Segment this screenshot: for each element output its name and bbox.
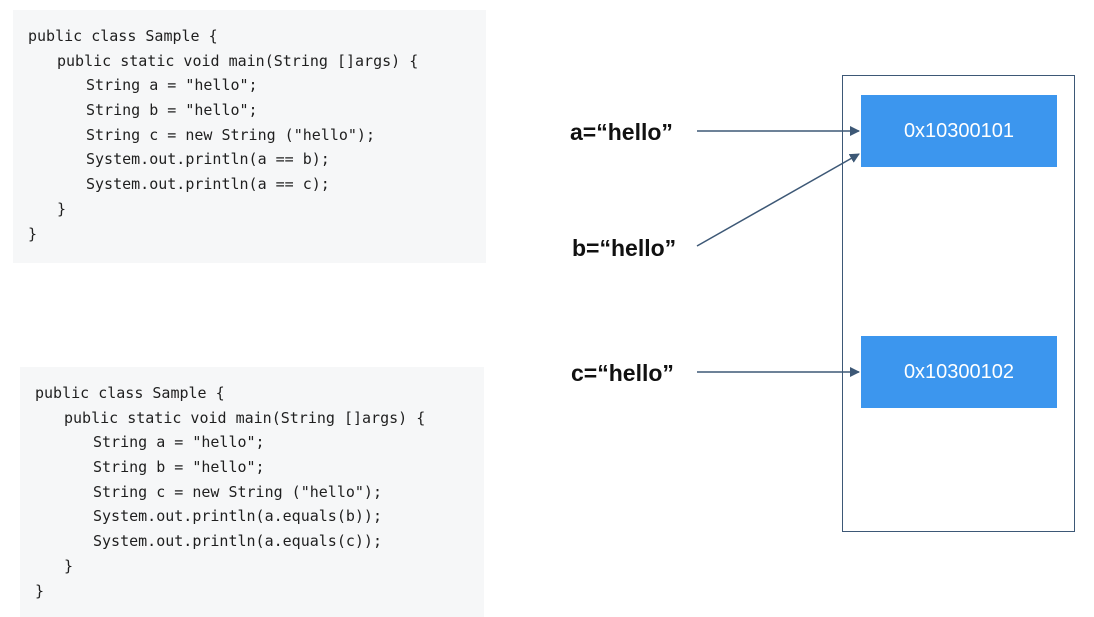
code-line: System.out.println(a.equals(b)); — [93, 507, 382, 526]
code-line: } — [35, 581, 45, 600]
arrow-b-to-address-1 — [696, 153, 860, 247]
code-block-equals-method: public class Sample { public static void… — [20, 367, 484, 617]
code-line: public class Sample { — [28, 27, 218, 45]
code-line: String a = "hello"; — [93, 433, 265, 452]
code-block-equality: public class Sample { public static void… — [13, 10, 486, 263]
variable-label-a: a=“hello” — [570, 119, 673, 145]
code-line: } — [28, 224, 38, 243]
code-line: public static void main(String []args) { — [57, 51, 419, 70]
code-line: System.out.println(a.equals(c)); — [93, 532, 382, 551]
variable-label-b: b=“hello” — [572, 235, 677, 261]
code-line: String c = new String ("hello"); — [93, 482, 382, 501]
code-line: String c = new String ("hello"); — [86, 125, 375, 144]
code-line: } — [57, 199, 67, 218]
code-line: System.out.println(a == b); — [86, 150, 330, 169]
code-line: public class Sample { — [35, 384, 225, 402]
code-line: String b = "hello"; — [86, 101, 258, 120]
code-line: } — [64, 556, 74, 575]
code-line: String a = "hello"; — [86, 76, 258, 95]
memory-address-1: 0x10300101 — [861, 95, 1057, 167]
code-line: String b = "hello"; — [93, 458, 265, 477]
memory-address-2: 0x10300102 — [861, 336, 1057, 408]
variable-label-c: c=“hello” — [571, 360, 674, 386]
code-line: System.out.println(a == c); — [86, 175, 330, 194]
code-line: public static void main(String []args) { — [64, 408, 426, 427]
memory-region — [842, 75, 1075, 532]
